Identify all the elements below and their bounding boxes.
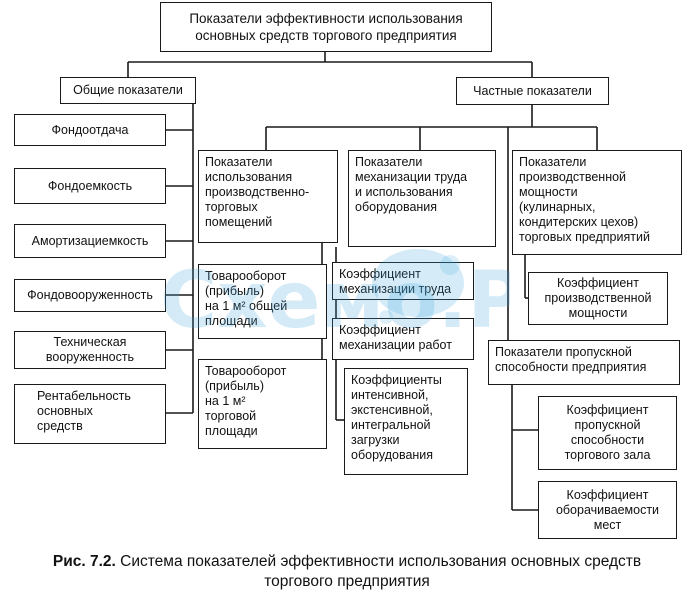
figure-caption: Рис. 7.2. Система показателей эффективно… <box>0 552 694 592</box>
mechanization-item-3: Коэффициенты интенсивной, экстенсивной, … <box>344 368 468 475</box>
general-item-2: Фондоемкость <box>14 168 166 204</box>
general-item-6: Рентабельность основных средств <box>14 384 166 444</box>
general-item-5: Техническая вооруженность <box>14 331 166 369</box>
general-item-3: Амортизациемкость <box>14 224 166 258</box>
premises-item-2: Товарооборот (прибыль) на 1 м² торговой … <box>198 359 327 449</box>
capacity-header: Показатели производственной мощности (ку… <box>512 150 682 255</box>
general-item-4: Фондовооруженность <box>14 279 166 312</box>
caption-text: Система показателей эффективности исполь… <box>120 553 642 590</box>
diagram-title: Показатели эффективности использования о… <box>160 2 492 52</box>
caption-label: Рис. 7.2. <box>52 553 116 570</box>
capacity-item-1: Коэффициент производственной мощности <box>528 272 668 325</box>
throughput-header: Показатели пропускной способности предпр… <box>488 340 680 385</box>
throughput-item-1: Коэффициент пропускной способности торго… <box>538 396 677 470</box>
premises-header: Показатели использования производственно… <box>198 150 338 243</box>
throughput-item-2: Коэффициент оборачиваемости мест <box>538 481 677 539</box>
general-indicators-header: Общие показатели <box>60 77 196 104</box>
general-item-1: Фондоотдача <box>14 114 166 146</box>
particular-indicators-header: Частные показатели <box>456 77 609 105</box>
mechanization-header: Показатели механизации труда и использов… <box>348 150 496 247</box>
mechanization-item-2: Коэффициент механизации работ <box>332 318 474 360</box>
premises-item-1: Товарооборот (прибыль) на 1 м² общей пло… <box>198 264 327 339</box>
mechanization-item-1: Коэффициент механизации труда <box>332 262 474 300</box>
